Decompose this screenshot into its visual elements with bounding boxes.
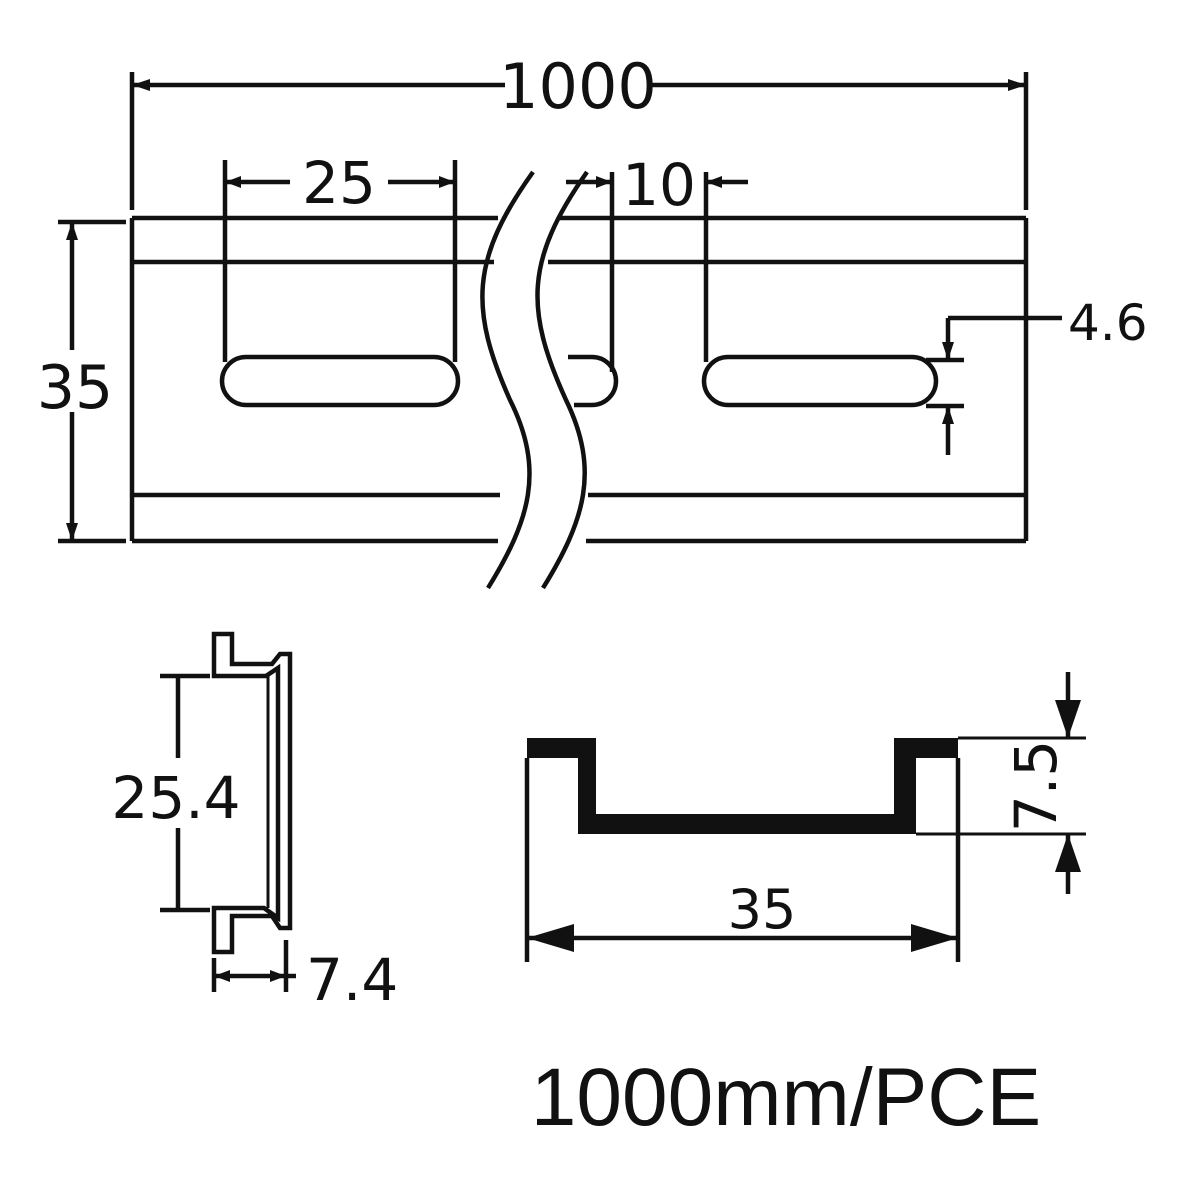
slot-right (701, 354, 939, 408)
profile-width-label: 35 (728, 878, 797, 941)
dim-height: 35 (37, 219, 126, 544)
slots (219, 354, 939, 408)
height-label: 35 (37, 353, 113, 423)
break-lines (480, 170, 589, 590)
side-view: 25.4 7.4 (111, 631, 398, 1014)
slot-partial (568, 354, 619, 408)
slot-width-label: 4.6 (1068, 294, 1148, 352)
dim-profile-width: 35 (524, 758, 961, 962)
side-depth-label: 7.4 (306, 946, 398, 1014)
side-profile (211, 631, 293, 955)
profile-view: 35 7.5 (524, 672, 1086, 962)
gap-label: 10 (622, 151, 696, 219)
length-label: 1000 (499, 50, 657, 123)
top-view: 1000 25 10 (37, 50, 1148, 590)
side-height-label: 25.4 (111, 764, 240, 832)
dim-side-depth: 7.4 (211, 940, 398, 1014)
dim-length: 1000 (129, 50, 1029, 210)
slot-pitch-label: 25 (302, 149, 376, 217)
profile-depth-label: 7.5 (1002, 740, 1070, 832)
slot-left (219, 354, 461, 408)
rail-outline (129, 215, 1029, 544)
dim-gap: 10 (566, 151, 748, 372)
dim-side-height: 25.4 (111, 673, 241, 913)
profile-section (527, 738, 958, 834)
dim-slot-width: 4.6 (926, 294, 1148, 455)
dim-profile-depth: 7.5 (916, 672, 1086, 894)
dim-slot-pitch: 25 (222, 149, 458, 362)
caption: 1000mm/PCE (531, 1052, 1041, 1143)
